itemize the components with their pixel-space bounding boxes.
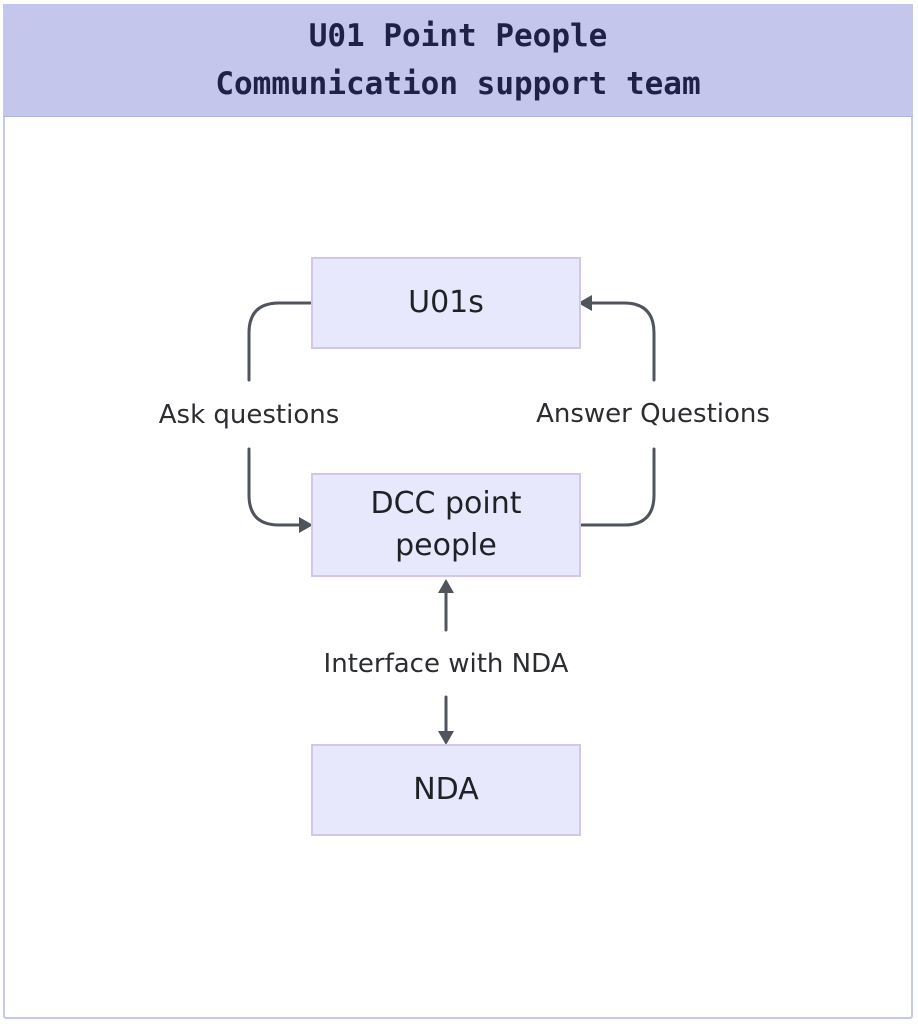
node-dcc-label-line2: people [395, 528, 497, 563]
node-u01s: U01s [311, 257, 581, 349]
node-dcc-label-line1: DCC point [370, 486, 522, 521]
edge-label-ask-questions: Ask questions [158, 400, 340, 430]
edge-label-interface-with-nda: Interface with NDA [323, 649, 569, 679]
diagram-header: U01 Point People Communication support t… [3, 4, 913, 117]
diagram-title: U01 Point People [308, 18, 608, 54]
node-nda: NDA [311, 744, 581, 836]
node-nda-label: NDA [413, 772, 479, 807]
node-u01s-label: U01s [408, 285, 484, 320]
diagram-subtitle: Communication support team [215, 66, 701, 102]
node-dcc-point-people: DCC point people [311, 473, 581, 577]
edge-label-answer-questions: Answer Questions [536, 399, 770, 429]
